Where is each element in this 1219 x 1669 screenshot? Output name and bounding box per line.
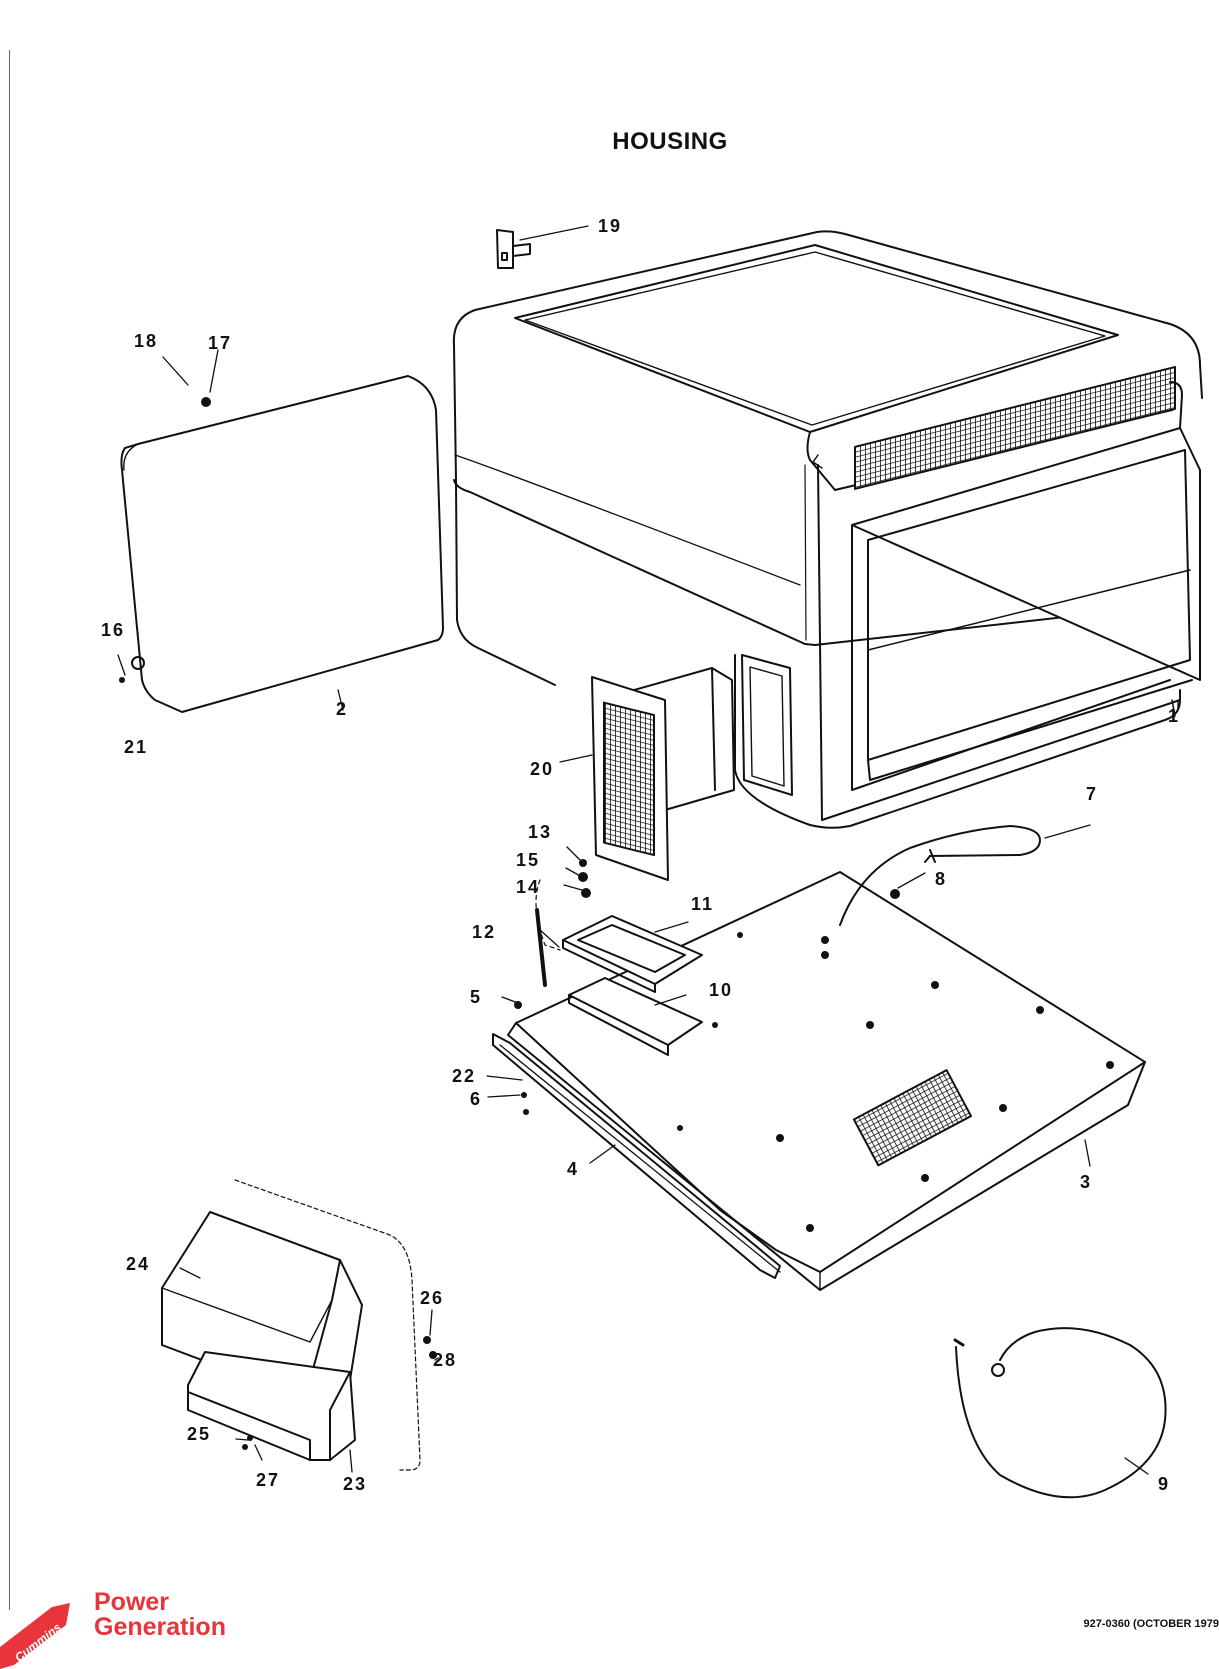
page-title: HOUSING <box>612 128 728 155</box>
callout-1: 1 <box>1168 706 1180 726</box>
part-9-cable <box>953 1327 1167 1499</box>
part-7-cable <box>839 825 1041 926</box>
margin-rule <box>9 50 10 1610</box>
part-20-grille-box <box>591 667 735 881</box>
callout-13: 13 <box>528 822 552 842</box>
callout-20: 20 <box>530 759 554 779</box>
callout-10: 10 <box>709 980 733 1000</box>
leader-lines <box>117 225 1179 1475</box>
callout-12: 12 <box>472 922 496 942</box>
part-4-rail <box>492 1033 781 1279</box>
callout-26: 26 <box>420 1288 444 1308</box>
callout-21: 21 <box>124 737 148 757</box>
callout-28: 28 <box>433 1350 457 1370</box>
callout-7: 7 <box>1086 784 1098 804</box>
callout-23: 23 <box>343 1474 367 1494</box>
brand-line-generation: Generation <box>94 1613 226 1641</box>
callout-6: 6 <box>470 1089 482 1109</box>
callout-8: 8 <box>935 869 947 889</box>
document-reference: 927-0360 (OCTOBER 1979 <box>1083 1618 1219 1630</box>
part-11-gasket <box>562 915 703 993</box>
part-1-housing <box>452 230 1203 829</box>
callout-14: 14 <box>516 877 540 897</box>
part-23-tray <box>187 1351 356 1461</box>
part-10-plate <box>568 977 703 1056</box>
callout-18: 18 <box>134 331 158 351</box>
callout-16: 16 <box>101 620 125 640</box>
callout-22: 22 <box>452 1066 476 1086</box>
callout-17: 17 <box>208 333 232 353</box>
callout-11: 11 <box>691 894 714 914</box>
callout-9: 9 <box>1158 1474 1170 1494</box>
callout-5: 5 <box>470 987 482 1007</box>
callout-27: 27 <box>256 1470 280 1490</box>
callout-24: 24 <box>126 1254 150 1274</box>
callout-3: 3 <box>1080 1172 1092 1192</box>
fastener-dots <box>119 397 1114 1450</box>
callout-25: 25 <box>187 1424 211 1444</box>
brand-line-power: Power <box>94 1588 170 1616</box>
part-12-rod <box>535 879 561 987</box>
part-2-side-panel <box>120 375 444 713</box>
brand-name: Power Generation <box>94 1590 226 1640</box>
callout-19: 19 <box>598 216 622 236</box>
callout-2: 2 <box>336 699 348 719</box>
callout-4: 4 <box>567 1159 579 1179</box>
callout-15: 15 <box>516 850 540 870</box>
cummins-logo: Cummins <box>0 1603 70 1669</box>
part-19-bracket <box>496 229 531 269</box>
